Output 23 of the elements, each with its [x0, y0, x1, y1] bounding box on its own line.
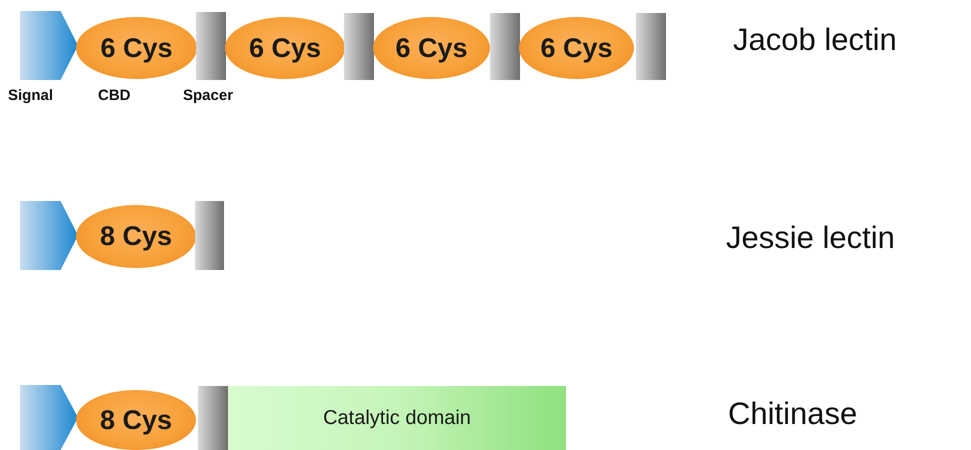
spacer-bar	[636, 13, 666, 80]
domain-label: 6 Cys	[100, 32, 173, 64]
protein-name: Chitinase	[728, 396, 858, 432]
catalytic-domain-box	[228, 386, 566, 450]
spacer-bar	[198, 386, 228, 450]
domain-label: 6 Cys	[395, 32, 468, 64]
spacer-bar	[490, 13, 520, 80]
spacer-bar	[344, 13, 374, 80]
signal-peptide-shape	[20, 201, 78, 270]
domain-label: Catalytic domain	[323, 406, 471, 430]
protein-name: Jessie lectin	[726, 220, 895, 256]
spacer-bar	[195, 201, 224, 270]
domain-label: 6 Cys	[540, 32, 613, 64]
domain-caption: CBD	[98, 87, 130, 104]
domain-caption: Spacer	[183, 87, 234, 104]
domain-label: 6 Cys	[248, 32, 322, 64]
signal-peptide-shape	[20, 11, 78, 80]
domain-label: 8 Cys	[100, 404, 172, 436]
spacer-bar	[196, 12, 226, 80]
signal-peptide-shape	[20, 385, 78, 450]
domain-caption: Signal	[8, 87, 54, 104]
protein-name: Jacob lectin	[733, 22, 897, 58]
domain-label: 8 Cys	[100, 221, 172, 252]
